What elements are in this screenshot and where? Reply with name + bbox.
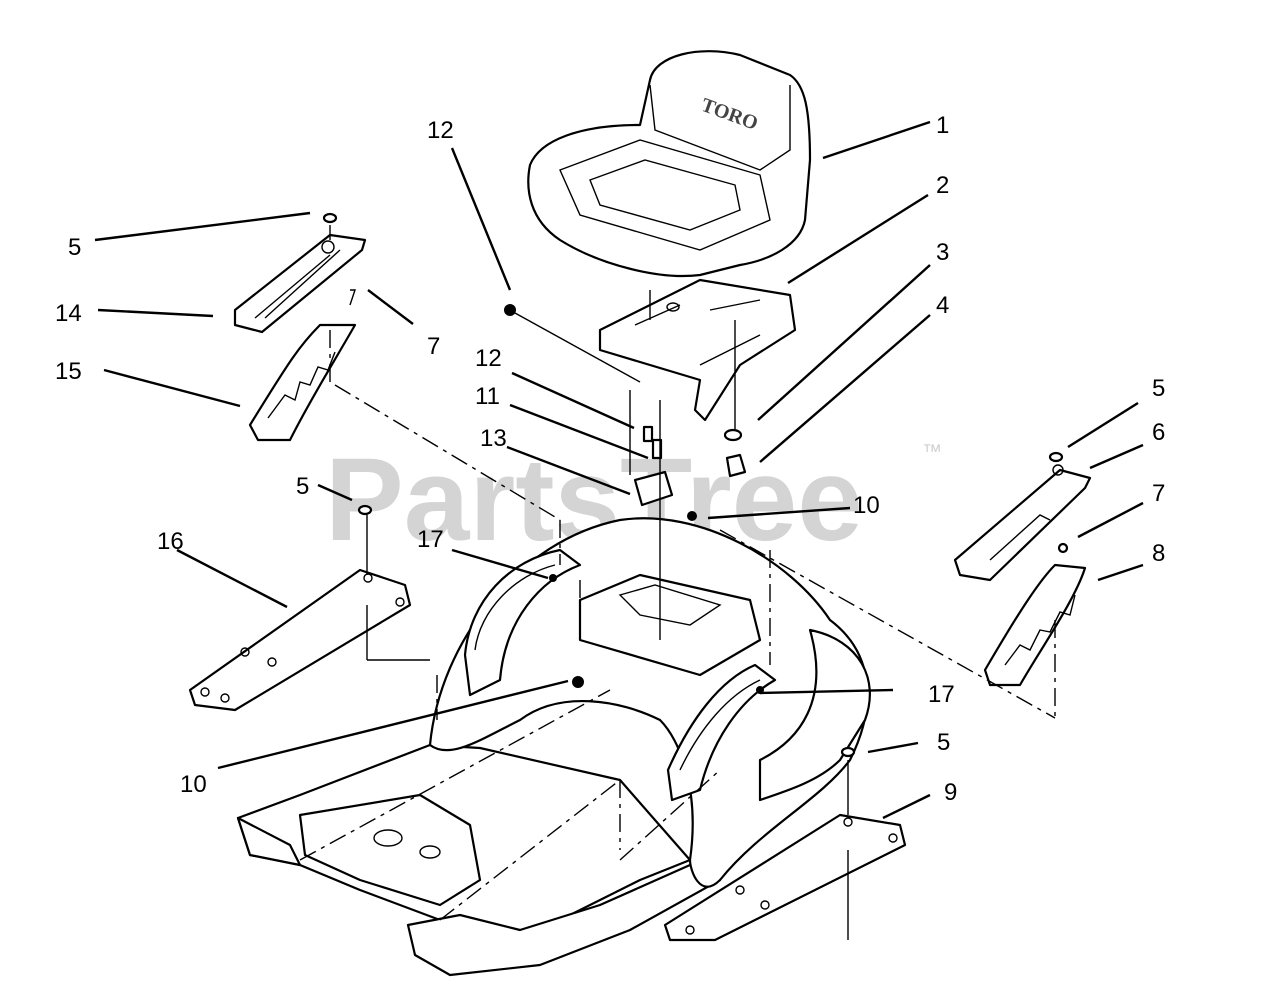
- fender-deck: [236, 517, 871, 977]
- left-side-plate: [188, 515, 430, 712]
- callout-5-left-mid: 5: [296, 473, 309, 500]
- callout-10-lower: 10: [180, 771, 207, 798]
- callout-13: 13: [480, 425, 507, 452]
- callout-7-left: 7: [427, 333, 440, 360]
- callout-1: 1: [936, 112, 949, 139]
- callout-2: 2: [936, 172, 949, 199]
- callout-14: 14: [55, 300, 82, 327]
- callout-4: 4: [936, 292, 949, 319]
- callout-15: 15: [55, 358, 82, 385]
- callout-10-upper: 10: [853, 492, 880, 519]
- callout-3: 3: [936, 239, 949, 266]
- right-side-plate: [663, 760, 907, 942]
- callout-17-left: 17: [417, 526, 444, 553]
- right-lever-plate: [953, 464, 1092, 582]
- seat-hardware: [504, 304, 747, 640]
- callout-16: 16: [157, 528, 184, 555]
- callout-5-right-top: 5: [1152, 375, 1165, 402]
- leader-lines: [94, 120, 1144, 820]
- callout-8: 8: [1152, 540, 1165, 567]
- spring-clip-left: [349, 289, 356, 306]
- callout-5-left-top: 5: [68, 234, 81, 261]
- callout-5-right-bottom: 5: [937, 729, 950, 756]
- callout-12-upper: 12: [427, 117, 454, 144]
- callouts: 1 2 3 4 5 5 5 5 6 7 7 8 9 10 10 11 12 12…: [55, 112, 1165, 806]
- assembly-lines: [299, 330, 1056, 921]
- right-lever-guide: [983, 563, 1087, 687]
- callout-9: 9: [944, 779, 957, 806]
- seat-pan: [598, 278, 797, 430]
- fasteners: [322, 212, 1069, 758]
- callout-6: 6: [1152, 419, 1165, 446]
- seat: TORO: [527, 50, 812, 278]
- left-lever-guide: [248, 323, 357, 442]
- left-lever-plate: [233, 225, 367, 334]
- callout-12-lower: 12: [475, 345, 502, 372]
- callout-11: 11: [475, 383, 500, 410]
- callout-17-right: 17: [928, 681, 955, 708]
- watermark-trademark: ™: [922, 441, 942, 463]
- callout-7-right: 7: [1152, 480, 1165, 507]
